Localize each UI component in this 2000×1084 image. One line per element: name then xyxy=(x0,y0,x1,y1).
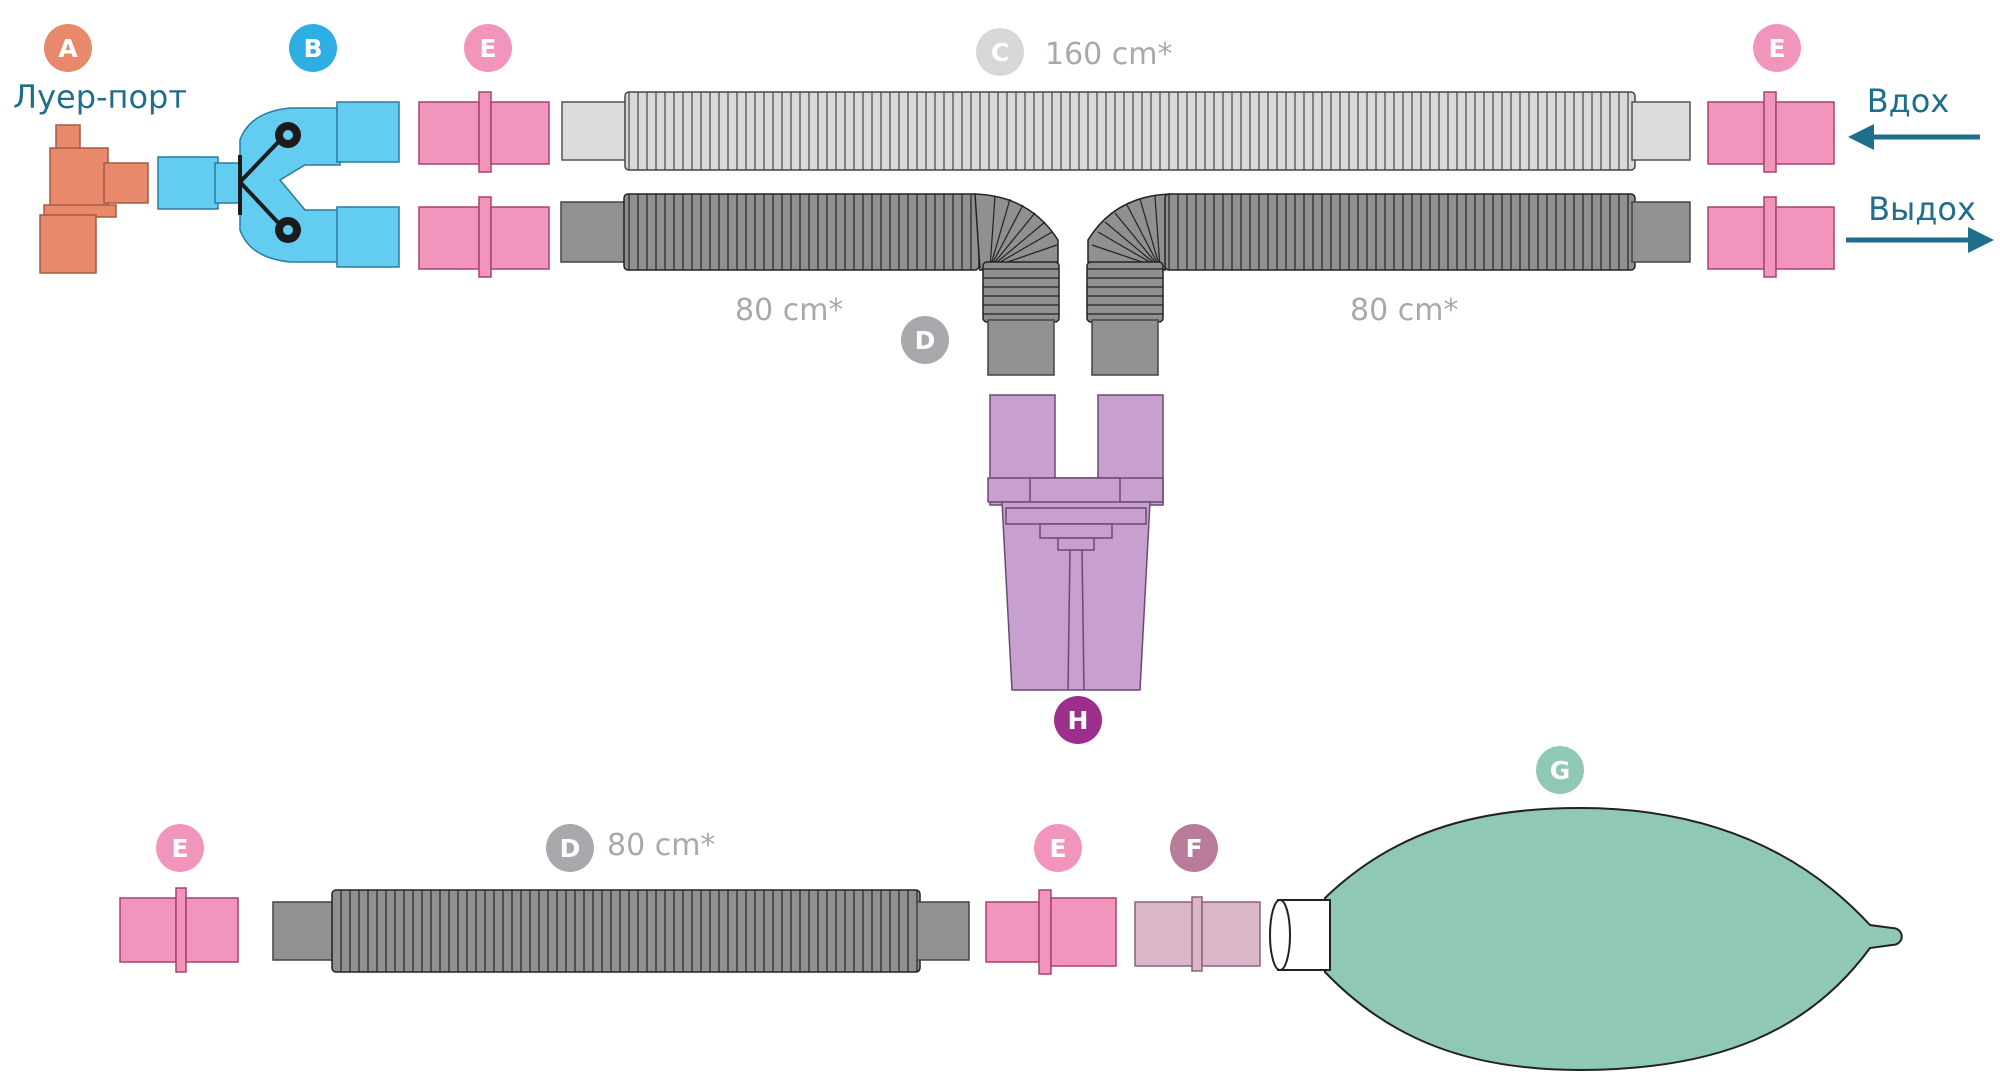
badge-a: A xyxy=(44,24,92,72)
badge-d-letter: D xyxy=(560,834,581,863)
water-trap-h xyxy=(987,394,1164,691)
badge-e-top-right: E xyxy=(1753,24,1801,72)
adapter-e-bottom-right xyxy=(985,889,1117,975)
badge-e-top-left: E xyxy=(464,24,512,72)
exhale-label: Выдох xyxy=(1868,190,1976,228)
badge-e-bottom-left: E xyxy=(156,824,204,872)
tube-d-left-section xyxy=(560,193,1060,376)
badge-d-top: D xyxy=(901,316,949,364)
adapter-e-top-right-2 xyxy=(1707,196,1835,278)
adapter-e-top-left-2 xyxy=(418,196,550,278)
badge-d-letter: D xyxy=(915,326,936,355)
badge-g: G xyxy=(1536,746,1584,794)
badge-b: B xyxy=(289,24,337,72)
badge-e-letter: E xyxy=(171,834,188,863)
inhale-label: Вдох xyxy=(1867,82,1950,120)
badge-e-letter: E xyxy=(1049,834,1066,863)
adapter-e-top-right-1 xyxy=(1707,91,1835,173)
badge-f-letter: F xyxy=(1185,834,1202,863)
badge-e-letter: E xyxy=(479,34,496,63)
tube-c-inspiratory xyxy=(561,91,1691,171)
badge-g-letter: G xyxy=(1550,756,1571,785)
badge-b-letter: B xyxy=(303,34,322,63)
tube-d-right-length: 80 cm* xyxy=(1350,293,1458,328)
badge-d-bottom: D xyxy=(546,824,594,872)
badge-h: H xyxy=(1054,696,1102,744)
tube-d-bag-limb xyxy=(272,889,970,973)
badge-f: F xyxy=(1170,824,1218,872)
tube-d-left-length: 80 cm* xyxy=(735,293,843,328)
tube-c-length: 160 cm* xyxy=(1045,37,1173,72)
luer-port-label: Луер-порт xyxy=(13,78,187,116)
y-piece-connector xyxy=(157,101,400,268)
reservoir-bag-g xyxy=(1269,806,1903,1072)
badge-c-letter: C xyxy=(991,38,1009,67)
badge-e-letter: E xyxy=(1768,34,1785,63)
tube-d-bottom-length: 80 cm* xyxy=(607,828,715,863)
inhale-arrow-icon xyxy=(1848,124,1980,150)
badge-c: C xyxy=(976,28,1024,76)
adapter-f xyxy=(1134,896,1261,972)
badge-a-letter: A xyxy=(58,34,78,63)
exhale-arrow-icon xyxy=(1846,227,1994,253)
adapter-e-bottom-left xyxy=(119,887,239,973)
luer-port-elbow xyxy=(39,124,149,274)
badge-e-bottom-right: E xyxy=(1034,824,1082,872)
tube-d-right-section xyxy=(1086,193,1691,376)
adapter-e-top-left-1 xyxy=(418,91,550,173)
badge-h-letter: H xyxy=(1068,706,1089,735)
